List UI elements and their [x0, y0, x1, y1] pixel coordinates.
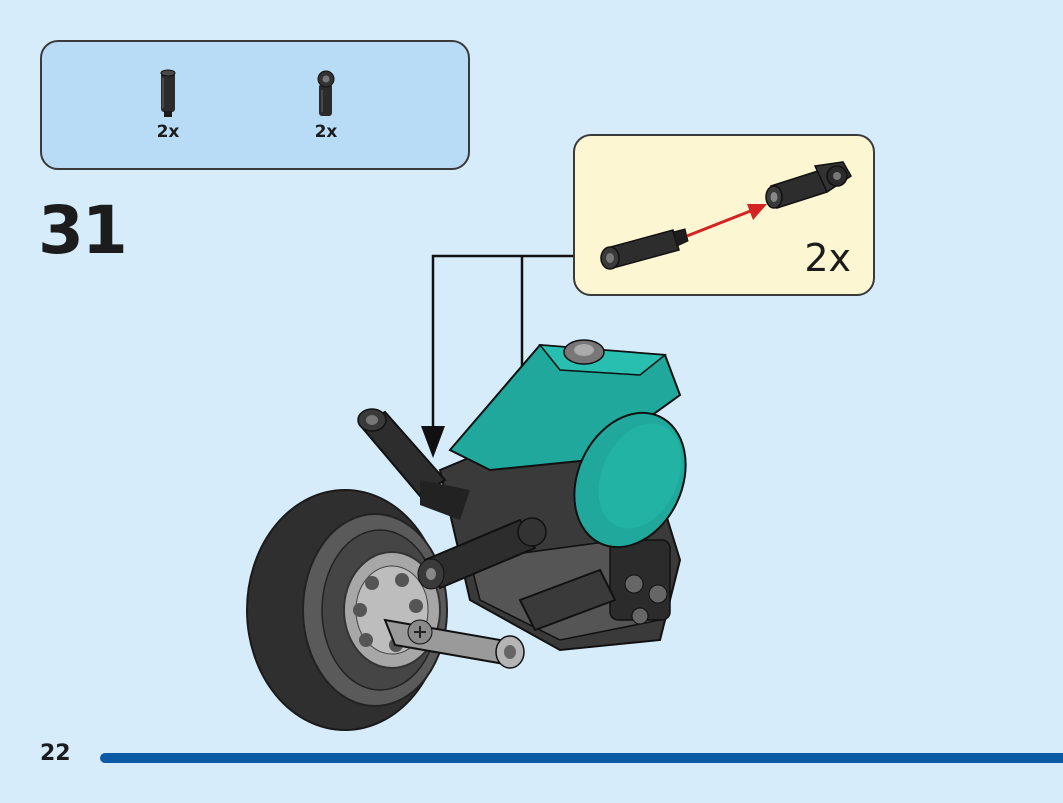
parts-list-item: 2x: [296, 68, 356, 142]
axle-pin-connector-icon: [160, 69, 176, 117]
parts-quantity: 2x: [314, 122, 338, 142]
sub-assembly-callout: 2x: [573, 134, 875, 296]
page-number: 22: [40, 741, 71, 766]
pin-hole-connector-icon: [317, 70, 335, 116]
axle-pin-icon: [600, 228, 689, 270]
assembly-arrow-icon: [686, 204, 767, 238]
pin-hole-connector-icon: [765, 161, 852, 209]
callout-quantity: 2x: [804, 236, 851, 280]
parts-list-item: 2x: [138, 68, 198, 142]
page-bar: [100, 753, 1063, 763]
sub-assembly-illustration: [600, 161, 852, 270]
step-number: 31: [38, 192, 128, 269]
parts-quantity: 2x: [156, 122, 180, 142]
parts-list-box: 2x 2x: [40, 40, 470, 170]
